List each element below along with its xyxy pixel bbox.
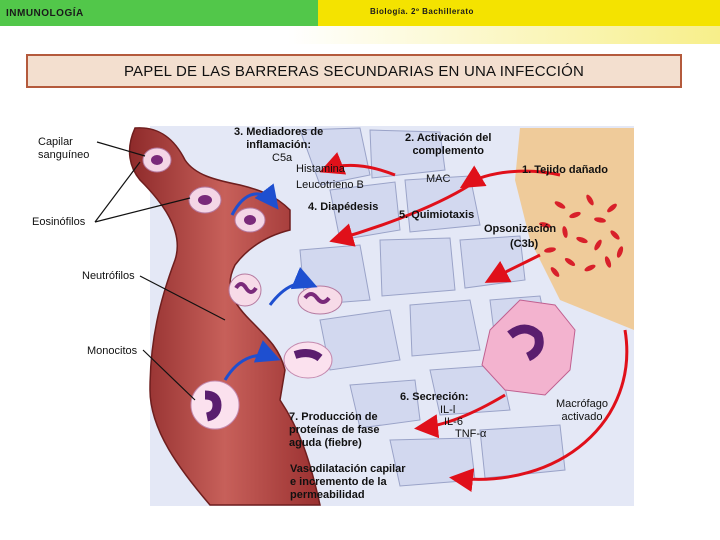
header-course: Biología. 2º Bachillerato bbox=[370, 7, 474, 16]
red-signal-arrows bbox=[319, 152, 629, 492]
label-eosinofilos: Eosinófilos bbox=[32, 216, 86, 228]
label-monocitos: Monocitos bbox=[87, 345, 138, 357]
header-left-bar bbox=[0, 0, 318, 26]
label-mediadores-line1: 3. Mediadores de bbox=[234, 126, 324, 138]
damaged-tissue-area bbox=[515, 128, 634, 330]
label-tejido-danado: 1. Tejido dañado bbox=[522, 164, 608, 176]
header-subject: INMUNOLOGÍA bbox=[6, 8, 84, 19]
leader-lines bbox=[94, 141, 226, 401]
slide-title: PAPEL DE LAS BARRERAS SECUNDARIAS EN UNA… bbox=[123, 62, 585, 80]
label-mac: MAC bbox=[426, 173, 451, 185]
label-secrecion: 6. Secreción: bbox=[400, 391, 469, 403]
label-diapedesis: 4. Diapédesis bbox=[308, 201, 379, 213]
label-vaso-line3: permeabilidad bbox=[290, 489, 365, 501]
label-capilar-line1: Capilar bbox=[38, 136, 73, 148]
label-capilar: Capilar sanguíneo bbox=[38, 136, 89, 162]
label-produccion: 7. Producción de proteínas de fase aguda… bbox=[289, 411, 379, 450]
label-produccion-line2: proteínas de fase bbox=[289, 424, 380, 436]
label-neutrofilos: Neutrófilos bbox=[82, 270, 135, 282]
label-leucotrieno: Leucotrieno B bbox=[296, 179, 364, 191]
label-mediadores: 3. Mediadores de inflamación: bbox=[234, 126, 323, 152]
blood-vessel bbox=[128, 127, 321, 506]
activated-macrophage bbox=[481, 299, 576, 396]
label-vaso-line1: Vasodilatación capilar bbox=[290, 463, 406, 475]
label-vasodilatacion: Vasodilatación capilar e incremento de l… bbox=[290, 463, 406, 502]
label-produccion-line3: aguda (fiebre) bbox=[289, 437, 362, 449]
label-macrofago-line1: Macrófago bbox=[556, 398, 608, 410]
label-c5a: C5a bbox=[272, 152, 293, 164]
monocyte-cells bbox=[190, 341, 333, 430]
label-il6: IL-6 bbox=[444, 416, 463, 428]
label-tnf: TNF-α bbox=[455, 428, 487, 440]
label-quimiotaxis: 5. Quimiotaxis bbox=[399, 209, 475, 221]
label-produccion-line1: 7. Producción de bbox=[289, 411, 378, 423]
label-c3b: (C3b) bbox=[510, 238, 539, 250]
bacteria-cluster bbox=[539, 194, 624, 277]
header-gradient-strip bbox=[0, 26, 720, 44]
label-capilar-line2: sanguíneo bbox=[38, 149, 90, 161]
eosinophil-cells bbox=[142, 147, 266, 233]
slide-title-box: PAPEL DE LAS BARRERAS SECUNDARIAS EN UNA… bbox=[26, 54, 682, 88]
neutrophil-cells bbox=[228, 273, 343, 315]
label-vaso-line2: e incremento de la bbox=[290, 476, 387, 488]
label-complemento-line2: complemento bbox=[412, 145, 484, 157]
diapedesis-arrows bbox=[223, 183, 318, 381]
header-right-bar bbox=[318, 0, 720, 26]
label-complemento-line1: 2. Activación del bbox=[405, 132, 492, 144]
label-mediadores-line2: inflamación: bbox=[246, 139, 312, 151]
label-histamina: Histamina bbox=[296, 163, 345, 175]
label-opsonizacion: Opsonización bbox=[484, 223, 557, 235]
label-macrofago-line2: activado bbox=[561, 411, 603, 423]
label-macrofago: Macrófago activado bbox=[556, 398, 608, 424]
label-il1: IL-l bbox=[440, 404, 456, 416]
label-complemento: 2. Activación del complemento bbox=[405, 132, 491, 158]
